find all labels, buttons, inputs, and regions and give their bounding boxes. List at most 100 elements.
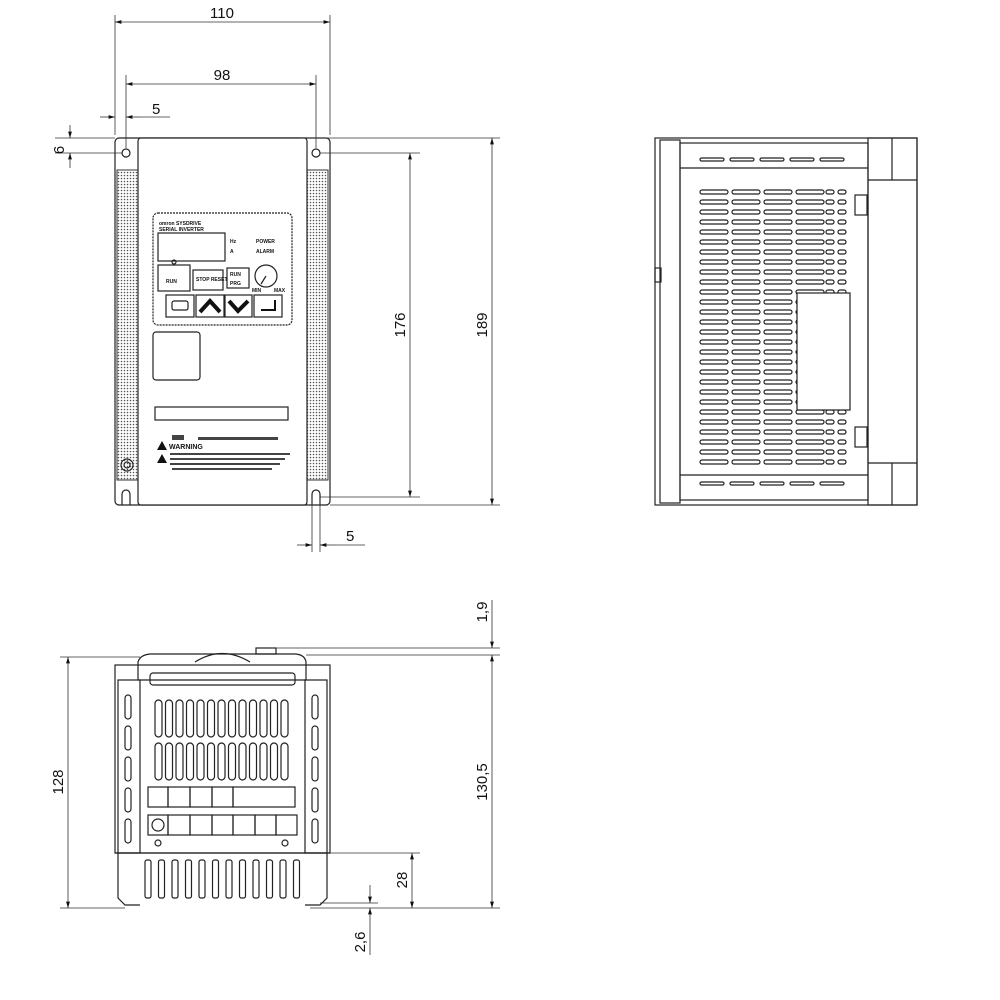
vent-slot xyxy=(311,694,319,720)
vent-slot xyxy=(795,419,825,425)
bottom-side-slots xyxy=(124,694,319,844)
hz-indicator: Hz xyxy=(230,239,237,245)
vent-slot xyxy=(731,269,761,275)
vent-slot xyxy=(837,209,847,215)
vent-slot xyxy=(825,419,835,425)
vent-slot xyxy=(699,199,729,205)
vent-slot xyxy=(825,279,835,285)
heatsink-fin xyxy=(252,859,260,899)
vent-slot xyxy=(763,249,793,255)
bottom-view xyxy=(114,647,331,906)
vent-slot xyxy=(175,742,184,781)
vent-slot xyxy=(763,409,793,415)
vent-slot xyxy=(731,419,761,425)
vent-slot xyxy=(825,259,835,265)
vent-slot xyxy=(763,399,793,405)
warning-label: WARNING xyxy=(157,435,290,470)
vent-slot xyxy=(795,209,825,215)
heatsink-fin xyxy=(292,859,301,899)
operator-panel: omron SYSDRIVE SERIAL INVERTER Hz A POWE… xyxy=(152,212,293,326)
vent-slot xyxy=(731,329,761,335)
vent-slot xyxy=(825,249,835,255)
vent-slot xyxy=(217,699,226,738)
vent-slot xyxy=(311,756,319,782)
vent-slot xyxy=(280,699,289,738)
vent-slot xyxy=(763,229,793,235)
run-led-label: RUN xyxy=(230,272,241,278)
vent-slot xyxy=(759,481,785,486)
vent-slot xyxy=(763,379,793,385)
cover-window xyxy=(152,331,201,381)
vent-slot xyxy=(731,249,761,255)
side-view xyxy=(654,137,918,506)
up-key[interactable] xyxy=(195,294,225,318)
down-key[interactable] xyxy=(224,294,253,318)
vent-slot xyxy=(699,379,729,385)
terminal-cell xyxy=(211,814,234,836)
vent-slot xyxy=(699,309,729,315)
vent-slot xyxy=(699,359,729,365)
vent-slot xyxy=(699,319,729,325)
vent-slot xyxy=(795,429,825,435)
terminal-cell xyxy=(189,786,213,808)
vent-slot xyxy=(699,409,729,415)
vent-slot xyxy=(763,289,793,295)
vent-slot xyxy=(731,459,761,465)
vent-slot xyxy=(763,199,793,205)
vent-slot xyxy=(311,818,319,844)
right-vent-area xyxy=(306,169,329,481)
dim-5-left: 5 xyxy=(152,101,160,118)
terminal-block xyxy=(147,786,298,836)
vent-slot xyxy=(731,299,761,305)
vent-slot xyxy=(837,199,847,205)
label-strip xyxy=(154,406,289,421)
vent-slot xyxy=(763,389,793,395)
vent-slot xyxy=(124,787,132,813)
vent-slot xyxy=(269,742,279,781)
vent-slot xyxy=(248,742,258,781)
vent-slot xyxy=(825,189,835,195)
vent-slot xyxy=(837,419,847,425)
mount-slot-bottom-left xyxy=(121,489,131,505)
left-vent-area xyxy=(116,169,139,481)
frequency-knob[interactable] xyxy=(254,264,278,288)
vent-slot xyxy=(699,249,729,255)
dim-176: 176 xyxy=(392,312,409,337)
vent-slot xyxy=(731,239,761,245)
bottom-vent-slots xyxy=(154,699,289,781)
vent-slot xyxy=(837,449,847,455)
vent-slot xyxy=(731,189,761,195)
vent-slot xyxy=(311,787,319,813)
stop-reset-button[interactable] xyxy=(192,269,224,291)
vent-slot xyxy=(825,439,835,445)
vent-slot xyxy=(731,349,761,355)
vent-slot xyxy=(795,269,825,275)
down-arrow-icon xyxy=(227,299,250,314)
terminal-cell xyxy=(147,814,169,836)
heatsink-fin xyxy=(238,859,247,899)
vent-slot xyxy=(819,481,845,486)
vent-slot xyxy=(154,699,163,738)
vent-slot xyxy=(795,239,825,245)
vent-slot xyxy=(311,725,319,751)
vent-slot xyxy=(795,219,825,225)
heatsink-fin xyxy=(184,859,193,899)
enter-key[interactable] xyxy=(253,294,283,318)
vent-slot xyxy=(763,309,793,315)
vent-slot xyxy=(763,459,793,465)
mode-key[interactable] xyxy=(165,294,195,318)
vent-slot xyxy=(731,219,761,225)
vent-slot xyxy=(795,279,825,285)
vent-slot xyxy=(699,229,729,235)
run-button[interactable] xyxy=(157,264,191,292)
vent-slot xyxy=(206,699,216,738)
vent-slot xyxy=(731,399,761,405)
vent-slot xyxy=(124,725,132,751)
dim-130-5: 130,5 xyxy=(474,763,491,801)
vent-slot xyxy=(731,429,761,435)
alarm-indicator: ALARM xyxy=(256,249,274,255)
heatsink-fin xyxy=(265,859,274,899)
dim-2-6: 2,6 xyxy=(352,932,369,953)
min-label: MIN xyxy=(252,288,262,294)
bottom-dimensions: 128 1,9 130,5 28 2,6 xyxy=(50,600,500,955)
